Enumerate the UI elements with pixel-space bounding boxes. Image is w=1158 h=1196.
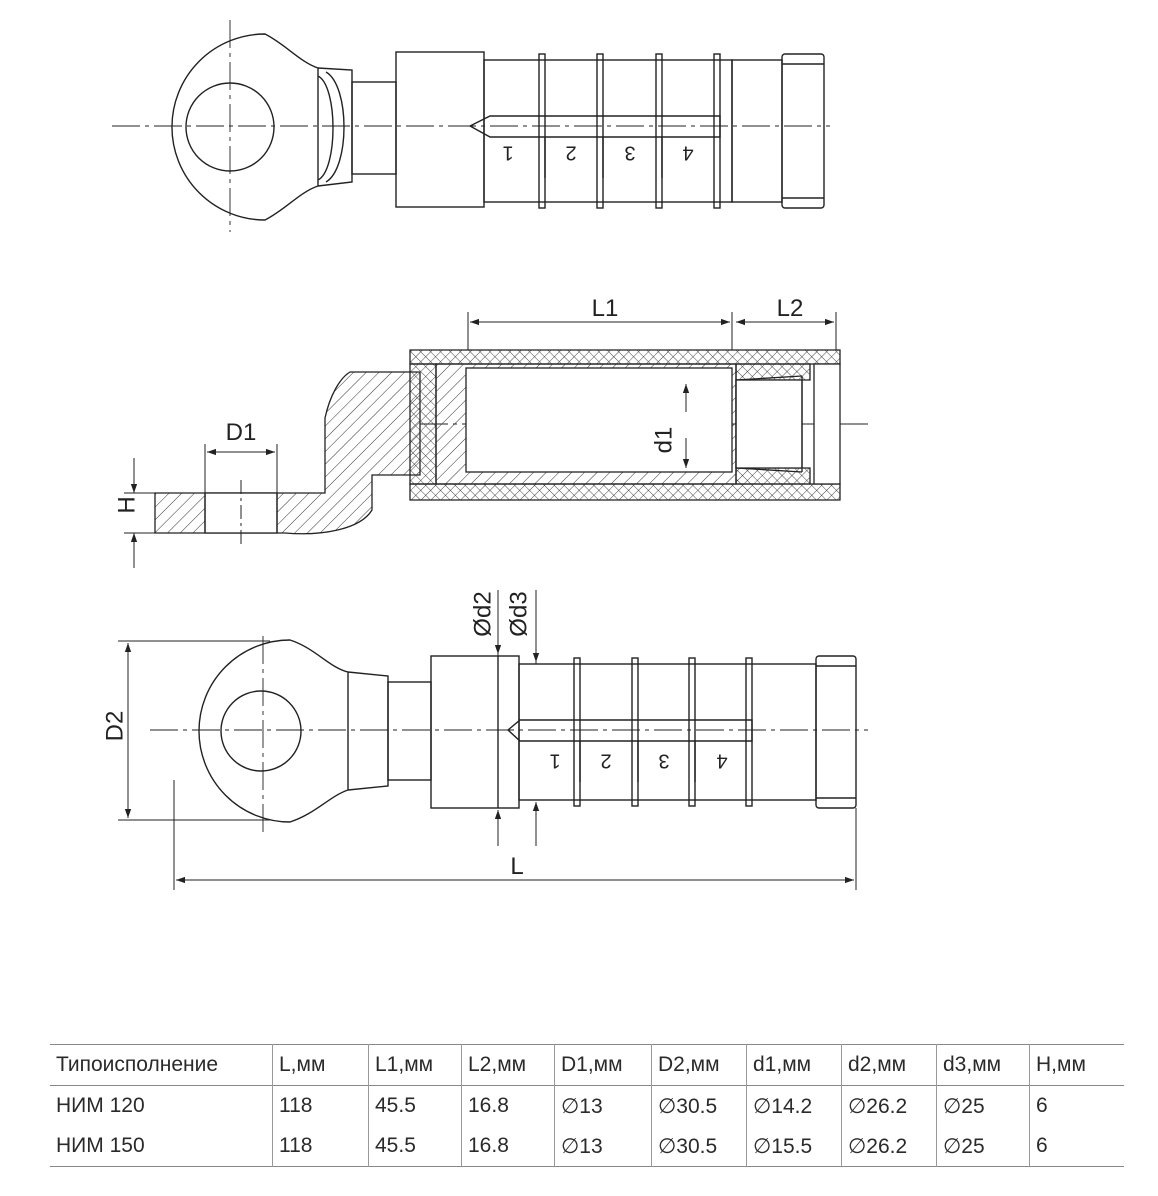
table-row: НИМ 150 118 45.5 16.8 ∅13 ∅30.5 ∅15.5 ∅2… <box>50 1126 1124 1167</box>
column-header: H,мм <box>1029 1044 1124 1086</box>
segment-number: 4 <box>716 750 727 772</box>
table-cell: ∅25 <box>936 1126 1030 1167</box>
table-cell: ∅26.2 <box>841 1085 937 1126</box>
lug-ring <box>171 33 319 221</box>
label-H: H <box>113 496 140 513</box>
dimension-D1 <box>204 444 278 548</box>
sleeve-tail <box>731 59 783 203</box>
segment-number: 1 <box>549 750 560 772</box>
table-cell: 118 <box>272 1126 369 1167</box>
table-cell: ∅15.5 <box>746 1126 842 1167</box>
table-cell: ∅30.5 <box>651 1085 747 1126</box>
column-header: D1,мм <box>554 1044 652 1086</box>
column-header: L,мм <box>272 1044 369 1086</box>
table-cell: 16.8 <box>461 1126 555 1167</box>
label-d3: Ød3 <box>505 591 532 636</box>
top-view <box>112 20 830 232</box>
column-header: d1,мм <box>746 1044 842 1086</box>
lug-hole <box>185 82 275 172</box>
table-row: НИМ 120 118 45.5 16.8 ∅13 ∅30.5 ∅14.2 ∅2… <box>50 1085 1124 1126</box>
table-cell: 6 <box>1029 1126 1124 1167</box>
segment-number: 2 <box>600 750 611 772</box>
sleeve-cap <box>815 655 857 809</box>
label-L1: L1 <box>592 295 619 322</box>
label-L2: L2 <box>777 295 804 322</box>
label-D2: D2 <box>101 711 128 742</box>
table-cell: ∅30.5 <box>651 1126 747 1167</box>
sleeve-ribs <box>538 53 721 209</box>
segment-number: 3 <box>624 142 635 164</box>
table-cell: НИМ 120 <box>56 1094 145 1117</box>
dimension-d2-d3 <box>494 590 540 846</box>
table-cell: ∅25 <box>936 1085 1030 1126</box>
barrel-neck <box>387 681 432 781</box>
column-header: D2,мм <box>651 1044 747 1086</box>
column-header: Типоисполнение <box>56 1053 219 1076</box>
bottom-view <box>150 636 868 834</box>
dimension-L2 <box>736 312 837 350</box>
table-cell: ∅26.2 <box>841 1126 937 1167</box>
barrel-collar <box>430 655 520 809</box>
dimension-D2 <box>118 640 270 821</box>
table-cell: 118 <box>272 1085 369 1126</box>
lug-hole <box>220 690 302 772</box>
insulation-top <box>409 349 841 365</box>
tube-bore <box>465 367 733 473</box>
lug-ring <box>198 639 349 823</box>
segment-number: 4 <box>682 142 693 164</box>
table-header-row: Типоисполнение L,мм L1,мм L2,мм D1,мм D2… <box>50 1044 1124 1086</box>
dimension-H <box>124 458 155 568</box>
table-cell: ∅13 <box>554 1085 652 1126</box>
dimension-L <box>173 780 857 890</box>
table-cell: 6 <box>1029 1085 1124 1126</box>
column-header: d3,мм <box>936 1044 1030 1086</box>
label-d2: Ød2 <box>469 591 496 636</box>
section-view <box>154 349 870 535</box>
table-cell: ∅13 <box>554 1126 652 1167</box>
table-cell: ∅14.2 <box>746 1085 842 1126</box>
sleeve-body <box>518 663 817 801</box>
lug-neck <box>347 671 389 791</box>
inspection-slot <box>506 719 753 742</box>
insulation-bottom <box>409 483 841 501</box>
table-cell: 16.8 <box>461 1085 555 1126</box>
table-cell: 45.5 <box>368 1085 462 1126</box>
lug-neck <box>317 67 353 187</box>
sleeve-cap <box>781 53 825 209</box>
column-header: d2,мм <box>841 1044 937 1086</box>
specifications-table: Типоисполнение L,мм L1,мм L2,мм D1,мм D2… <box>50 1044 1124 1167</box>
technical-drawing: 1 2 3 4 L1 L2 <box>101 20 870 890</box>
table-cell: НИМ 150 <box>56 1134 145 1157</box>
label-d1: d1 <box>650 427 677 454</box>
inspection-slot <box>468 115 721 138</box>
lug-section <box>154 371 421 535</box>
label-D1: D1 <box>226 419 257 446</box>
dimension-L1 <box>467 312 733 350</box>
column-header: L1,мм <box>368 1044 462 1086</box>
sleeve-ribs <box>573 657 753 807</box>
barrel-collar <box>395 51 485 208</box>
insulation-collar <box>409 363 437 485</box>
column-header: L2,мм <box>461 1044 555 1086</box>
label-L: L <box>510 853 523 880</box>
segment-number: 3 <box>658 750 669 772</box>
table-cell: 45.5 <box>368 1126 462 1167</box>
sleeve-body <box>483 59 733 203</box>
segment-number: 2 <box>565 142 576 164</box>
barrel-neck <box>351 81 397 175</box>
segment-number: 1 <box>502 142 513 164</box>
